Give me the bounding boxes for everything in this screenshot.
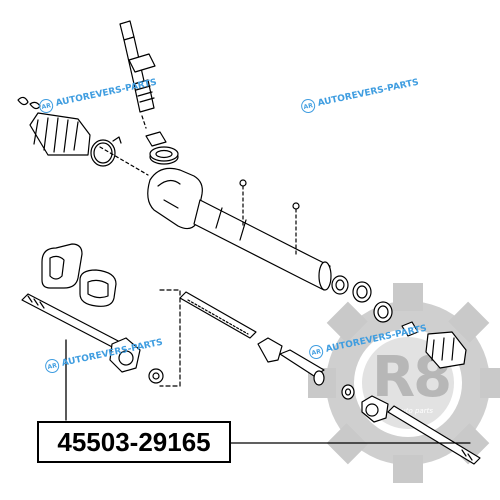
right-seals (331, 275, 467, 369)
upper-boot (17, 96, 122, 167)
gear-housing (99, 146, 332, 291)
mounting-bracket (41, 243, 117, 307)
watermark-logo-icon: AR (43, 357, 61, 375)
pinion-seals (145, 131, 179, 165)
rack (159, 289, 355, 400)
brand-mark-subtext: auto parts (397, 407, 433, 415)
watermark-logo-icon: AR (307, 343, 325, 361)
tie-rod-left (21, 293, 164, 421)
part-number-label: 45503-29165 (37, 421, 231, 463)
watermark-logo-icon: AR (299, 97, 317, 115)
watermark-logo-icon: AR (37, 97, 55, 115)
tie-rod-right (230, 395, 481, 465)
pinion-shaft (119, 20, 156, 129)
